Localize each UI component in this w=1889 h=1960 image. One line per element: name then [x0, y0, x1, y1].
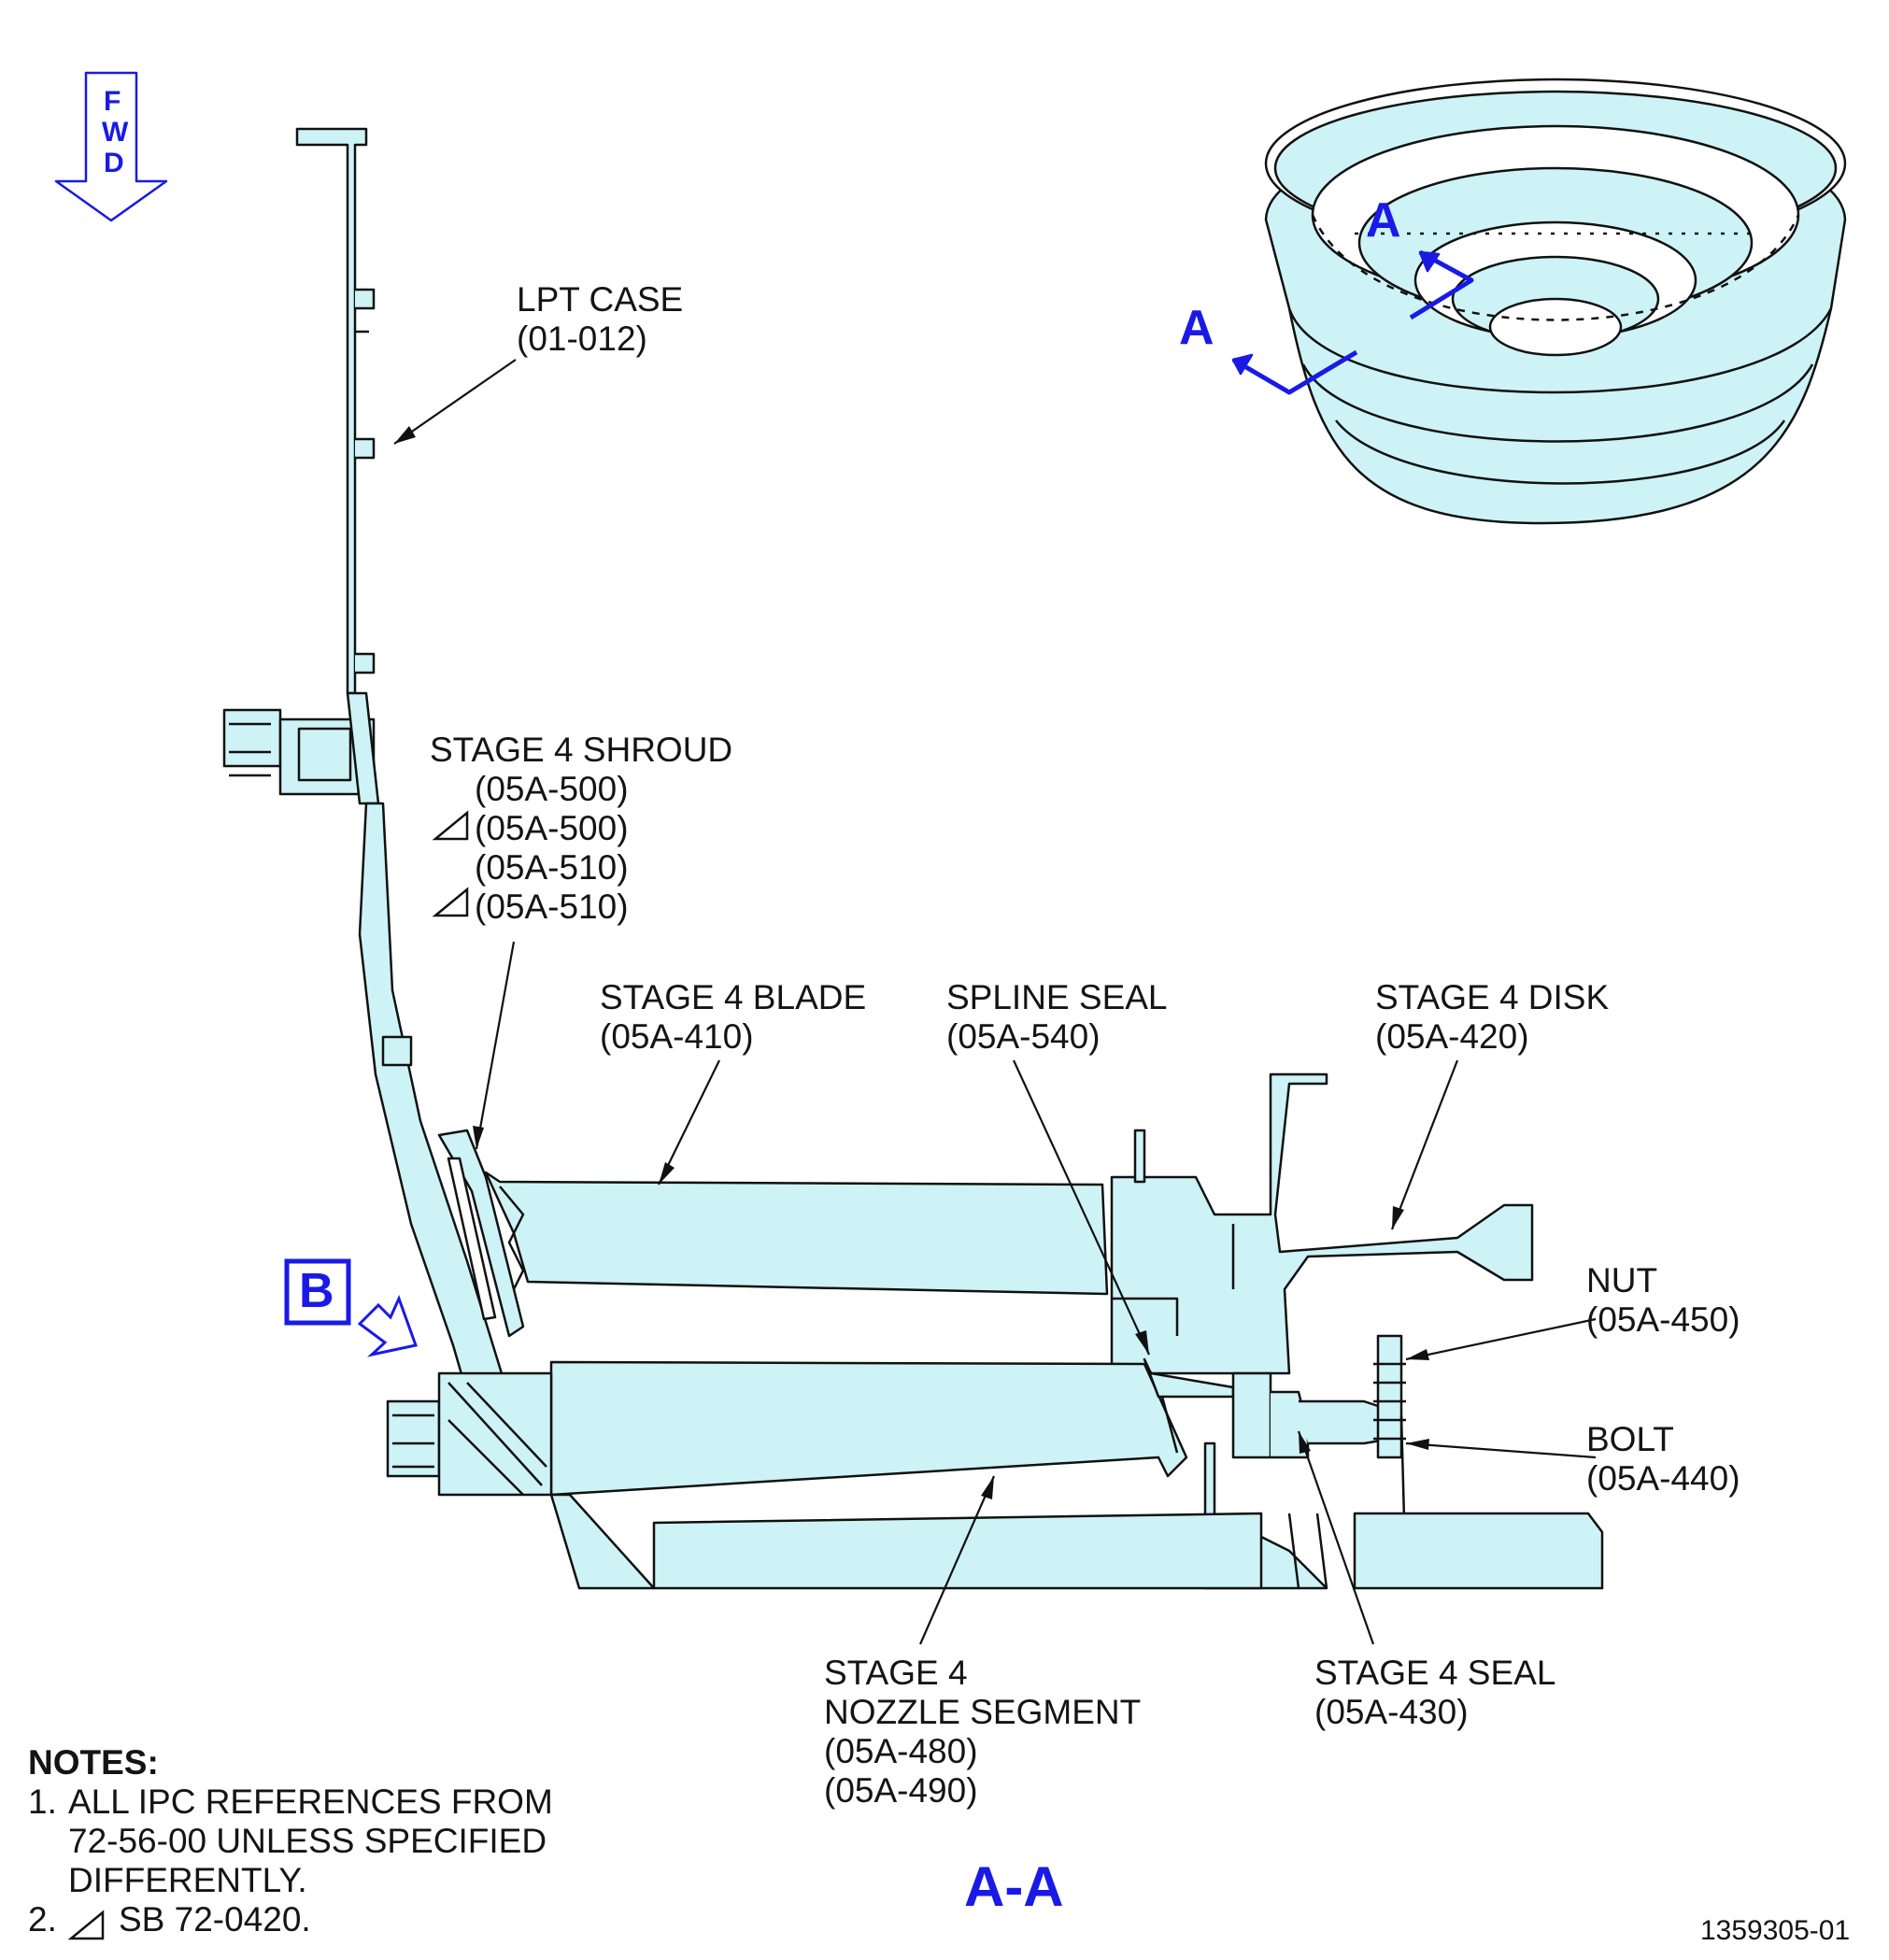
- stage4-nozzle-segment: [549, 1360, 1188, 1497]
- lpt-case: [295, 127, 376, 695]
- callout-spline-seal-name: SPLINE SEAL: [946, 978, 1168, 1016]
- callout-bolt-ref: (05A-440): [1586, 1459, 1740, 1498]
- callout-stage4-nozzle-ref-2: (05A-490): [824, 1771, 978, 1810]
- view-a-label-left: A: [1179, 301, 1214, 355]
- stage4-shroud: [437, 1129, 525, 1338]
- callout-nut-name: NUT: [1586, 1261, 1658, 1300]
- lpt-module-iso-view: [1231, 78, 1847, 525]
- callout-lpt-case-name: LPT CASE: [517, 280, 684, 319]
- stage4-blade: [484, 1171, 1109, 1296]
- note-2-number: 2.: [28, 1900, 57, 1939]
- callout-stage4-seal-ref: (05A-430): [1314, 1693, 1469, 1731]
- leader-lines: [393, 359, 1597, 1645]
- callout-lpt-case-ref: (01-012): [517, 320, 647, 358]
- callout-stage4-shroud-ref-2: (05A-500): [475, 809, 629, 847]
- callout-stage4-nozzle-ref-1: (05A-480): [824, 1732, 978, 1770]
- callout-stage4-nozzle-name-1: STAGE 4: [824, 1654, 968, 1692]
- callout-stage4-disk-name: STAGE 4 DISK: [1375, 978, 1610, 1016]
- lower-flange-joint: [386, 1371, 1263, 1590]
- stage5-disk-fragment: [1287, 1512, 1604, 1590]
- fwd-letter-f: F: [104, 86, 121, 117]
- note-1-line-3: DIFFERENTLY.: [68, 1861, 307, 1899]
- callout-stage4-nozzle-name-2: NOZZLE SEGMENT: [824, 1693, 1142, 1731]
- callout-stage4-shroud-name: STAGE 4 SHROUD: [430, 731, 733, 769]
- note-1-number: 1.: [28, 1782, 57, 1821]
- callout-stage4-seal-name: STAGE 4 SEAL: [1314, 1654, 1556, 1692]
- fwd-letter-w: W: [102, 117, 129, 148]
- stage4-disk: [1110, 1072, 1534, 1375]
- notes-heading: NOTES:: [28, 1743, 159, 1782]
- figure-id: 1359305-01: [1700, 1915, 1851, 1946]
- upper-flange-joint: [222, 691, 380, 805]
- fwd-letter-d: D: [104, 148, 124, 178]
- leader-arrowheads: [394, 426, 1429, 1499]
- callout-spline-seal-ref: (05A-540): [946, 1017, 1101, 1056]
- note-1-line-1: ALL IPC REFERENCES FROM: [68, 1782, 553, 1821]
- note-1-line-2: 72-56-00 UNLESS SPECIFIED: [68, 1822, 547, 1860]
- view-a-label-upper: A: [1366, 193, 1401, 248]
- callout-stage4-shroud-ref-3: (05A-510): [475, 848, 629, 887]
- callout-stage4-blade-ref: (05A-410): [600, 1017, 754, 1056]
- section-title: A-A: [964, 1855, 1064, 1918]
- fwd-arrow: [54, 71, 168, 222]
- view-b-marker: [284, 1258, 418, 1357]
- callout-bolt-name: BOLT: [1586, 1420, 1674, 1458]
- callout-nut-ref: (05A-450): [1586, 1300, 1740, 1339]
- view-b-label: B: [299, 1264, 334, 1318]
- sb-flags: [67, 810, 469, 1940]
- note-2-text: SB 72-0420.: [119, 1900, 311, 1939]
- callout-stage4-disk-ref: (05A-420): [1375, 1017, 1529, 1056]
- callout-stage4-shroud-ref-1: (05A-500): [475, 770, 629, 808]
- callout-stage4-shroud-ref-4: (05A-510): [475, 888, 629, 926]
- callout-stage4-blade-name: STAGE 4 BLADE: [600, 978, 867, 1016]
